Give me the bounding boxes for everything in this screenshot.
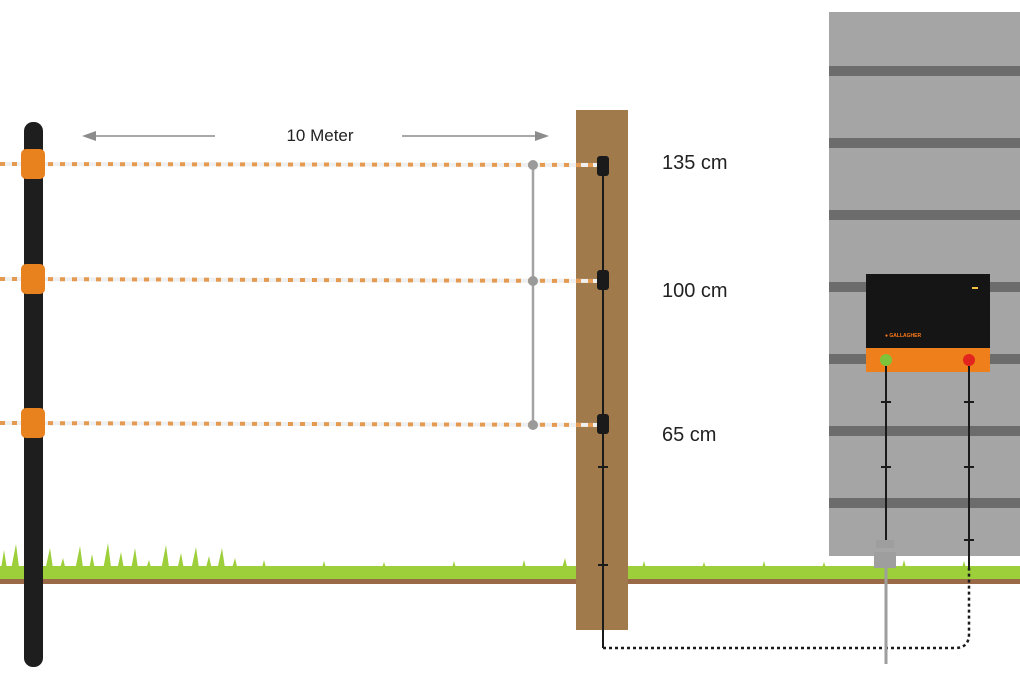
wire-height-bottom: 65 cm — [662, 424, 717, 446]
soil-line — [0, 578, 1020, 584]
distance-arrows — [82, 131, 549, 141]
connector-cable — [528, 160, 538, 430]
insulators-left — [21, 149, 45, 438]
grass — [0, 543, 1020, 579]
underground-cable — [603, 568, 971, 650]
wire-height-middle: 100 cm — [662, 280, 728, 302]
earth-terminal — [880, 354, 892, 366]
wire-height-top: 135 cm — [662, 152, 728, 174]
energizer-cables — [881, 366, 974, 568]
distance-label: 10 Meter — [286, 126, 354, 145]
fence-wires — [0, 162, 605, 427]
fence-energizer — [866, 274, 990, 372]
lead-out-cable — [597, 156, 609, 648]
plastic-fence-post — [24, 122, 43, 667]
ground-rod — [874, 540, 896, 664]
fence-terminal — [963, 354, 975, 366]
energizer-brand-logo: ● GALLAGHER — [885, 333, 922, 339]
